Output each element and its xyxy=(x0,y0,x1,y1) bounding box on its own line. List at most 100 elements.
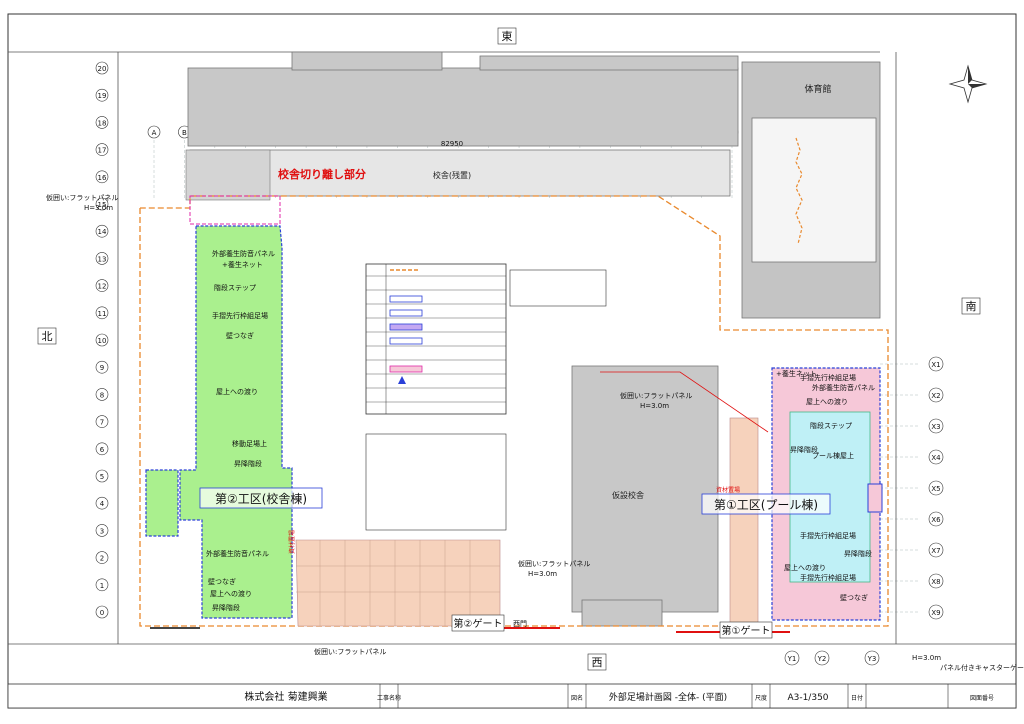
grid-row-label: 17 xyxy=(98,147,107,155)
title-label-date: 日付 xyxy=(851,694,863,702)
callout-z1-roof: +養生ネット xyxy=(776,369,817,378)
grid-row-label: 5 xyxy=(100,473,104,481)
callout-wall-panel-c: 仮囲い:フラットパネル xyxy=(518,559,590,568)
grid-row-label: 15 xyxy=(98,201,107,209)
callout-z1-net: 手摺先行枠組足場 xyxy=(800,373,856,382)
grid-row-label: 16 xyxy=(98,174,107,182)
grid-row-bubble xyxy=(95,143,109,156)
callout-z2-net-top: 外部養生防音パネル xyxy=(212,249,275,258)
grid-row-label: 10 xyxy=(98,337,107,345)
grid-col-label: A xyxy=(152,129,157,137)
callout-z2-roof: 屋上への渡り xyxy=(216,387,258,396)
grid-rowr-bubble xyxy=(928,418,944,434)
grid-row-label: 7 xyxy=(100,419,104,427)
south-label: 南 xyxy=(966,300,977,313)
grid-row-label: 1 xyxy=(100,582,104,590)
grid-bottom-bubble xyxy=(784,650,800,666)
grid-row-bubble xyxy=(95,116,109,129)
west-gate-label: 西門 xyxy=(513,620,527,628)
grid-row-bubble xyxy=(95,469,109,483)
grid-row-label: 19 xyxy=(98,92,107,100)
grid-row-label: 3 xyxy=(100,527,104,535)
compass-rose-icon xyxy=(948,64,988,104)
title-label-title: 図名 xyxy=(571,694,583,702)
grid-row-bubble xyxy=(95,61,109,75)
grid-rowr-label: X1 xyxy=(931,361,940,369)
grid-row-bubble xyxy=(95,333,109,347)
grid-row-label: 12 xyxy=(98,283,107,291)
grid-row-bubble xyxy=(95,170,109,184)
north-box xyxy=(37,327,57,345)
grid-row-bubble xyxy=(95,524,109,537)
callout-z2-net-top2: +養生ネット xyxy=(222,260,263,269)
grid-bottom-label: Y2 xyxy=(817,655,827,663)
callout-wall-panel-b: 仮囲い:フラットパネル xyxy=(620,391,692,400)
callout-z2-stair: 昇降階段 xyxy=(234,459,262,468)
title-label-client: 工事名称 xyxy=(377,694,401,702)
zone1-title: 第①工区(プール棟) xyxy=(714,497,818,512)
grid-row-bubble xyxy=(95,197,109,211)
grid-bottom-label: Y3 xyxy=(867,655,877,663)
callout-wall-height-e: パネル付きキャスターゲート xyxy=(940,663,1024,672)
grid-row-bubble xyxy=(95,442,109,456)
callout-z1-handrail-b: 手摺先行枠組足場 xyxy=(800,573,856,582)
grid-col-bubble xyxy=(147,125,161,139)
gate1-label: 第①ゲート xyxy=(722,624,771,637)
grid-row-label: 13 xyxy=(98,255,107,263)
callout-wall-panel-a: 仮囲い:フラットパネル xyxy=(46,193,118,202)
overall-dimension: 82950 xyxy=(441,140,463,148)
callout-z1-roof-b: 屋上への渡り xyxy=(784,563,826,572)
grid-rowr-bubble xyxy=(928,604,944,620)
callout-wall-panel-e: H=3.0m xyxy=(912,654,941,662)
grid-row-bubble xyxy=(95,279,109,292)
title-drawing-title: 外部足場計画図 -全体- (平面) xyxy=(609,691,727,703)
notes-box xyxy=(365,433,507,531)
callout-wall-height-b: H=3.0m xyxy=(640,402,669,410)
grid-row-label: 4 xyxy=(100,500,105,508)
grid-row-label: 6 xyxy=(100,446,105,454)
callout-wall-height-c: H=3.0m xyxy=(528,570,557,578)
callout-z1-wall-b: 壁つなぎ xyxy=(840,593,868,602)
zone2-callouts: 外部養生防音パネル +養生ネット 階段ステップ 手摺先行枠組足場 壁つなぎ 屋上… xyxy=(206,249,275,612)
east-label: 東 xyxy=(502,30,513,43)
grid-bottom-bubble xyxy=(864,650,880,666)
grid-row-bubble xyxy=(95,360,109,374)
grid-row-label: 14 xyxy=(98,228,107,236)
grid-row-bubble xyxy=(95,415,109,428)
grid-rowr-label: X4 xyxy=(931,454,941,462)
west-box xyxy=(587,653,607,671)
zone1-callouts: 手摺先行枠組足場 外部養生防音パネル +養生ネット 屋上への渡り 階段ステップ … xyxy=(776,369,875,602)
callout-z2-wall: 壁つなぎ xyxy=(226,331,254,340)
grid-col-label: B xyxy=(182,129,187,137)
grid-rowr-bubble xyxy=(928,449,944,465)
grid-rowr-label: X3 xyxy=(931,423,940,431)
south-box xyxy=(961,297,981,315)
grid-row-bubble xyxy=(95,388,109,401)
east-box xyxy=(497,27,517,45)
callout-z2-roof-b: 屋上への渡り xyxy=(210,589,252,598)
grid-row-bubble xyxy=(95,224,109,238)
grid-row-label: 20 xyxy=(98,65,107,73)
temp-school-label: 仮設校舎 xyxy=(612,490,644,500)
grid-rowr-bubble xyxy=(928,480,944,496)
existing-school-building xyxy=(185,51,739,201)
title-scale: A3-1/350 xyxy=(787,693,828,703)
callout-z1-handrail: 手摺先行枠組足場 xyxy=(800,531,856,540)
grid-row-label: 0 xyxy=(100,609,104,617)
school-bridge-label: 校舎(残置) xyxy=(433,170,471,180)
zone2-title: 第②工区(校舎棟) xyxy=(215,491,307,506)
callout-z1-stair: 昇降階段 xyxy=(790,445,818,454)
callout-z2-handrail: 手摺先行枠組足場 xyxy=(212,311,268,320)
callout-z1-stair-b: 昇降階段 xyxy=(844,549,872,558)
gate1-box xyxy=(719,621,773,639)
grid-rowr-label: X8 xyxy=(931,578,940,586)
grid-bottom-label: Y1 xyxy=(787,655,797,663)
callout-z1-net2: 外部養生防音パネル xyxy=(812,383,875,392)
title-block xyxy=(7,683,1017,709)
callout-wall-panel-d: 仮囲い:フラットパネル xyxy=(314,647,386,656)
grid-rowr-bubble xyxy=(928,356,944,372)
grid-row-bubble xyxy=(95,252,109,265)
north-label: 北 xyxy=(42,330,53,343)
material-yard-label-z2: 資材置場 xyxy=(288,530,296,554)
separation-label: 校舎切り離し部分 xyxy=(278,167,366,181)
